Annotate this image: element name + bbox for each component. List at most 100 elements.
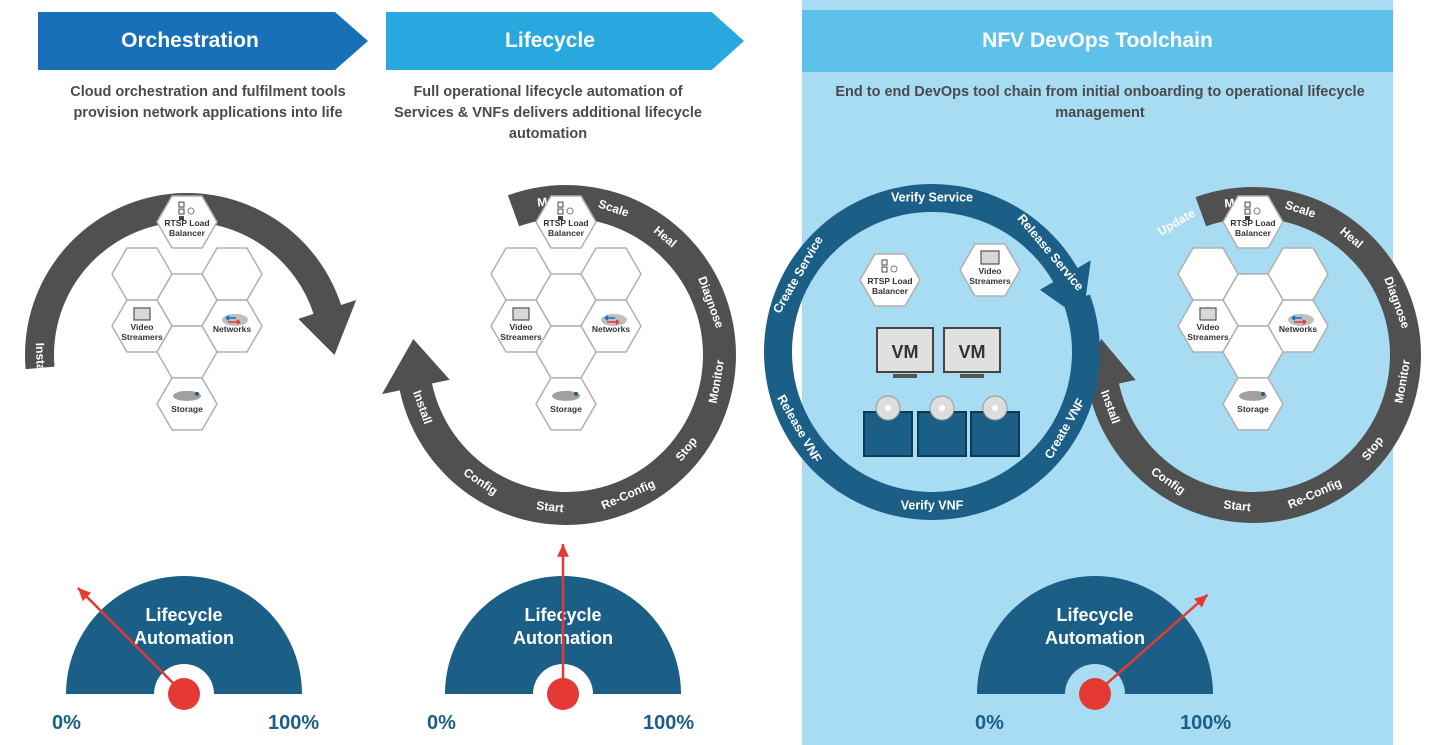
- gauges: LifecycleAutomationLifecycleAutomationLi…: [66, 544, 1213, 710]
- devops-lifecycle-label-0: Update: [1155, 206, 1198, 239]
- load-balancer-icon: [1244, 201, 1251, 208]
- lifecycle-node-label: Storage: [550, 404, 582, 414]
- load-balancer-icon: [557, 201, 564, 208]
- devops-lifecycle-label-8: Start: [1223, 497, 1252, 514]
- devops-inner-node-label: Balancer: [872, 286, 909, 296]
- orchestration-node-label: RTSP Load: [164, 218, 209, 228]
- vm-box-1: VM: [943, 327, 1001, 378]
- orchestration-node-label: Streamers: [121, 332, 163, 342]
- gauge-pivot: [547, 678, 579, 710]
- lifecycle-node-label: Balancer: [548, 228, 585, 238]
- lifecycle-node-label: Networks: [592, 324, 631, 334]
- lifecycle-node-label: Streamers: [500, 332, 542, 342]
- monitor-icon: [512, 307, 530, 321]
- devops-node-label: Networks: [1279, 324, 1318, 334]
- lifecycle-description: Full operational lifecycle automation of…: [394, 84, 702, 142]
- lifecycle-node-networks: Networks: [580, 299, 642, 353]
- devops-node-label: Streamers: [1187, 332, 1229, 342]
- orchestration-title: Orchestration: [121, 29, 259, 52]
- monitor-icon: [1199, 307, 1217, 321]
- lifecycle-cycle-label-0: Update: [468, 205, 511, 238]
- load-balancer-icon: [178, 201, 185, 208]
- orchestration-cycle-label-1: Config: [44, 408, 75, 448]
- devops-inner-node-label: Streamers: [969, 276, 1011, 286]
- devops-description: End to end DevOps tool chain from initia…: [835, 84, 1365, 121]
- storage-cloud-icon: [1239, 390, 1267, 401]
- devops-inner-node-label: Video: [979, 266, 1002, 276]
- gauge-2-min: 0%: [427, 712, 456, 734]
- devops-toolchain-label-1: Release Service: [1015, 212, 1087, 294]
- monitor-icon: [133, 307, 151, 321]
- gauge-needle-head: [557, 544, 569, 557]
- orchestration-node-label: Balancer: [169, 228, 206, 238]
- gauge-pivot: [1079, 678, 1111, 710]
- lifecycle-title: Lifecycle: [505, 29, 595, 52]
- devops-node-label: Balancer: [1235, 228, 1272, 238]
- lifecycle-node-storage: Storage: [535, 377, 597, 431]
- vnf-package-0: [863, 395, 913, 457]
- gauge-label: Lifecycle: [145, 605, 222, 625]
- vm-label: VM: [892, 342, 919, 362]
- devops-node-label: Storage: [1237, 404, 1269, 414]
- gauge-needle: [1094, 593, 1209, 695]
- orchestration-node-storage: Storage: [156, 377, 218, 431]
- gauge-needle-head: [1194, 594, 1208, 608]
- devops-node-label: Video: [1197, 322, 1220, 332]
- orchestration-cycle-label-2: Start: [98, 469, 129, 495]
- orchestration-node-label: Storage: [171, 404, 203, 414]
- storage-cloud-icon: [552, 390, 580, 401]
- gauge-2-max: 100%: [643, 712, 695, 734]
- hex-clusters: RTSP LoadBalancerVideoStreamersNetworksS…: [111, 195, 1329, 431]
- orchestration-cycle-label-0: Install: [33, 343, 48, 378]
- gauge-1-max: 100%: [268, 712, 320, 734]
- orchestration-cycle-label-4: Stop: [236, 475, 266, 499]
- gauge-dial: [977, 576, 1213, 694]
- orchestration-node-label: Networks: [213, 324, 252, 334]
- orchestration-banner: Orchestration: [38, 12, 368, 70]
- lifecycle-cycle-label-8: Start: [536, 498, 565, 515]
- orchestration-node-label: Video: [131, 322, 154, 332]
- devops-banner: NFV DevOps Toolchain: [802, 10, 1393, 72]
- orchestration-description: Cloud orchestration and fulfilment tools…: [70, 84, 346, 121]
- gauge-label: Automation: [1045, 628, 1145, 648]
- gauge-needle: [77, 587, 185, 695]
- lifecycle-banner: Lifecycle: [386, 12, 744, 70]
- storage-cloud-icon: [173, 390, 201, 401]
- monitor-icon: [980, 250, 1000, 265]
- gauge-3-min: 0%: [975, 712, 1004, 734]
- vm-label: VM: [959, 342, 986, 362]
- orchestration-cycle-label-3: Re-Config: [158, 495, 215, 509]
- orchestration-cycle-label-5: Monitor: [284, 423, 322, 467]
- gauge-pivot: [168, 678, 200, 710]
- lifecycle-node-label: RTSP Load: [543, 218, 588, 228]
- devops-inner-node-label: RTSP Load: [867, 276, 912, 286]
- load-balancer-icon: [881, 259, 888, 266]
- orchestration-cycle-arrow: [24, 192, 357, 370]
- gauge-1-min: 0%: [52, 712, 81, 734]
- lifecycle-node-label: Video: [510, 322, 533, 332]
- gauge-dial: [66, 576, 302, 694]
- gauge-3-max: 100%: [1180, 712, 1232, 734]
- gauge-needle-head: [77, 587, 92, 602]
- devops-node-label: RTSP Load: [1230, 218, 1275, 228]
- gauge-label: Automation: [134, 628, 234, 648]
- devops-toolchain-label-0: Verify Service: [891, 190, 973, 204]
- gauge-label: Lifecycle: [1056, 605, 1133, 625]
- cycle-rings: [24, 183, 1421, 526]
